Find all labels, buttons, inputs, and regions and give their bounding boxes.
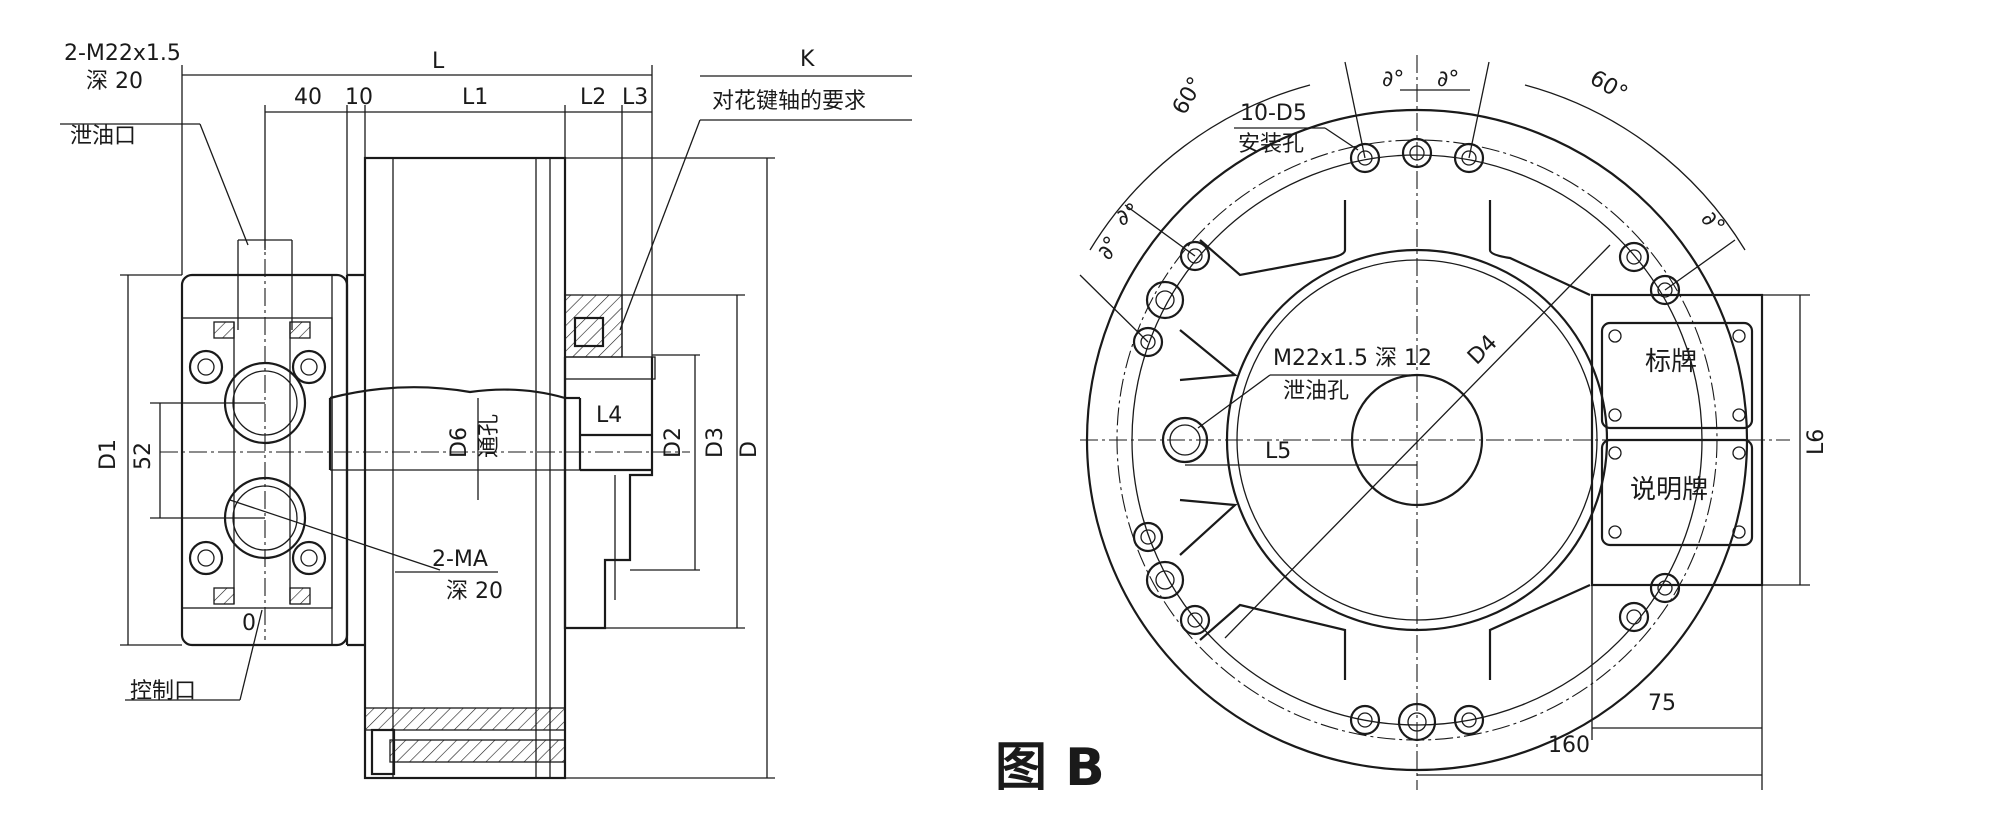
figure-title: 图 B bbox=[995, 738, 1105, 798]
dim-D3: D3 bbox=[703, 427, 728, 458]
mounting-holes bbox=[1132, 137, 1681, 742]
nameplate-label: 标牌 bbox=[1645, 347, 1697, 377]
note-holes-line2: 安装孔 bbox=[1238, 132, 1304, 157]
note-m22-line1: 2-M22x1.5 bbox=[64, 41, 181, 66]
dim-zero: 0 bbox=[242, 611, 256, 636]
dim-D: D bbox=[737, 441, 762, 458]
left-section-view: L 40 10 L1 L2 L3 2-M22x1.5 深 20 泄油口 K 对花… bbox=[60, 41, 912, 780]
shaft bbox=[329, 386, 566, 400]
note-ma-line2: 深 20 bbox=[446, 579, 503, 604]
nameplate bbox=[1600, 321, 1754, 430]
angle-a4: ∂° bbox=[1112, 199, 1144, 232]
note-drain-line1: M22x1.5 深 12 bbox=[1273, 346, 1432, 371]
angle-60-right: 60° bbox=[1585, 66, 1631, 107]
spline-seal-housing bbox=[564, 294, 623, 358]
angle-a1: ∂° bbox=[1382, 67, 1404, 92]
note-control-port: 控制口 bbox=[130, 679, 196, 704]
note-m22-line2: 深 20 bbox=[86, 69, 143, 94]
dim-L5: L5 bbox=[1265, 439, 1291, 464]
dim-L2: L2 bbox=[580, 85, 606, 110]
right-end-view: 标牌 说明牌 D4 bbox=[995, 55, 1829, 798]
drain-hole bbox=[1161, 416, 1209, 464]
dim-40: 40 bbox=[294, 85, 322, 110]
instruction-plate-label: 说明牌 bbox=[1630, 475, 1708, 505]
dim-K: K bbox=[800, 47, 815, 72]
dim-D2: D2 bbox=[661, 427, 686, 458]
note-spline-requirement: 对花键轴的要求 bbox=[712, 89, 866, 114]
dim-10: 10 bbox=[345, 85, 373, 110]
dim-D4: D4 bbox=[1463, 330, 1503, 370]
dim-75: 75 bbox=[1648, 691, 1676, 716]
note-drain-line2: 泄油孔 bbox=[1283, 379, 1349, 404]
dim-52: 52 bbox=[131, 442, 156, 470]
note-ma-line1: 2-MA bbox=[432, 547, 488, 572]
dim-L4: L4 bbox=[596, 403, 622, 428]
dim-L6: L6 bbox=[1804, 429, 1829, 455]
note-through-hole: 通孔 bbox=[477, 414, 502, 458]
dim-L1: L1 bbox=[462, 85, 488, 110]
angle-60-left: 60° bbox=[1168, 73, 1209, 119]
motor-housing bbox=[363, 156, 567, 780]
dim-D6: D6 bbox=[447, 427, 472, 458]
cover-bolts bbox=[188, 349, 327, 576]
dim-L: L bbox=[432, 49, 445, 74]
note-drain-port: 泄油口 bbox=[70, 124, 136, 149]
dim-D1: D1 bbox=[96, 439, 121, 470]
dim-L3: L3 bbox=[622, 85, 648, 110]
dim-160: 160 bbox=[1548, 733, 1590, 758]
angle-a5: ∂° bbox=[1696, 206, 1730, 240]
angle-a2: ∂° bbox=[1437, 67, 1459, 92]
note-holes-line1: 10-D5 bbox=[1240, 101, 1307, 126]
